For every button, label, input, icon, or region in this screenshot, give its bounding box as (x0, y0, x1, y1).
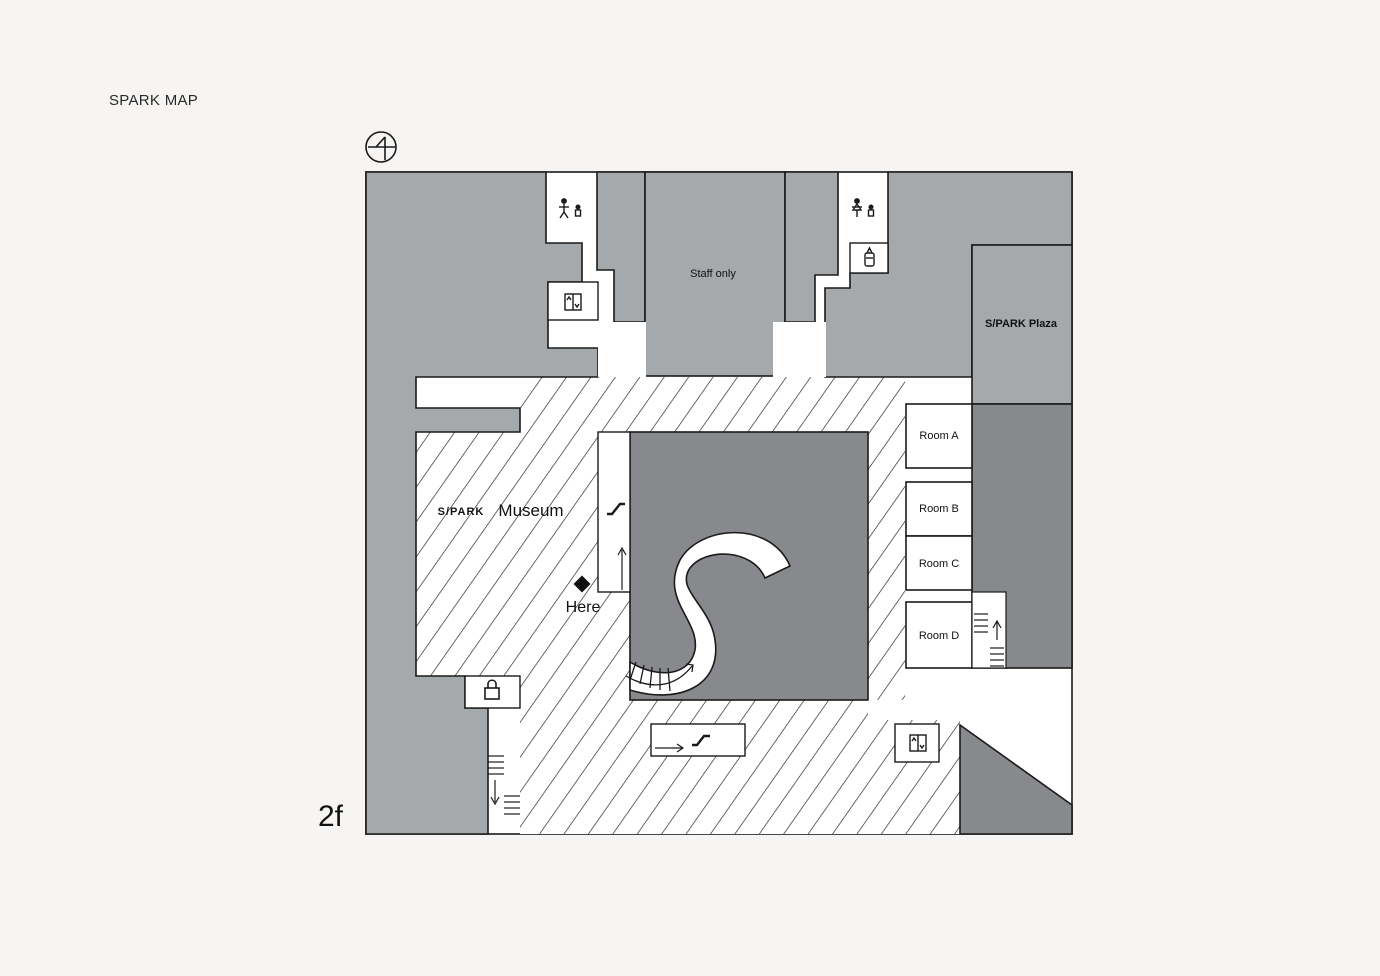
compass-icon[interactable] (365, 131, 397, 163)
museum-name-label: Museum (498, 501, 563, 520)
nursing-room-icon[interactable] (864, 246, 875, 267)
atrium (629, 431, 869, 701)
museum-prefix-label: S/PARK (438, 506, 485, 518)
room-d-label: Room D (919, 630, 959, 642)
area-southeast (959, 723, 1073, 835)
escalator-arrow-up (617, 546, 627, 590)
floor-label: 2f (318, 800, 344, 833)
plaza-area (971, 244, 1073, 405)
locker-icon[interactable] (484, 679, 500, 700)
room-c[interactable] (905, 535, 973, 591)
staff-only-label: Staff only (690, 268, 736, 280)
room-a-label: Room A (919, 430, 959, 442)
elevator-hall-south (894, 723, 940, 763)
staff-only-area (644, 171, 786, 377)
locker-room (464, 675, 521, 709)
restroom-icon[interactable] (851, 198, 875, 217)
stairs-icon[interactable] (488, 755, 520, 815)
room-d[interactable] (905, 601, 973, 669)
stairs-icon[interactable] (971, 591, 1007, 669)
elevator-icon[interactable] (909, 734, 927, 752)
here-marker-icon[interactable] (573, 575, 591, 593)
room-b[interactable] (905, 481, 973, 537)
page-title: SPARK MAP (109, 92, 199, 109)
restroom-icon[interactable] (559, 198, 582, 219)
escalator-icon[interactable] (607, 502, 625, 516)
public-area (416, 377, 960, 834)
escalator-icon[interactable] (692, 734, 710, 747)
elevator-icon[interactable] (564, 293, 582, 311)
escalator-south (650, 723, 746, 757)
escalator-arrow-east (655, 743, 685, 753)
spiral-ramp (629, 531, 792, 696)
plaza-label: S/PARK Plaza (985, 318, 1058, 330)
spiral-stairs (625, 661, 694, 692)
room-a[interactable] (905, 403, 973, 469)
here-label: Here (566, 599, 601, 616)
room-c-label: Room C (919, 558, 959, 570)
room-b-label: Room B (919, 503, 959, 515)
